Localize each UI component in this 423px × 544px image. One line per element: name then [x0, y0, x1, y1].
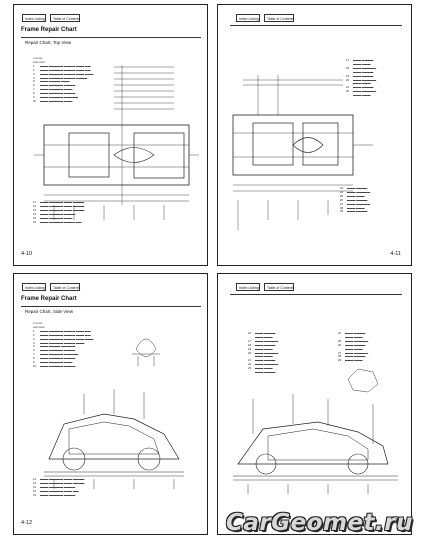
dimension-legend-bottom: 11▬▬▬ ▬▬▬▬▬ ▬▬▬ ▬▬▬▬ 12▬▬▬ ▬▬▬▬▬ ▬▬▬ ▬▬▬… — [33, 200, 85, 224]
table-of-contents-tab[interactable]: Table of Contents — [50, 14, 80, 22]
dimension-legend-top: ▪ ▪▪▪ ▪▪▪▪▪▪▪▪▪ ▪▪▪▪▪▪ 1▬▬▬ ▬▬▬▬▬ ▬▬▬▬ ▬… — [33, 56, 94, 103]
manual-page-4-11: Index Listing Table of Contents 17▬▬▬ ▬▬… — [217, 4, 412, 266]
index-listing-tab[interactable]: Index Listing — [22, 283, 46, 291]
table-of-contents-tab[interactable]: Table of Contents — [264, 283, 294, 291]
page-number: 4-10 — [21, 251, 33, 257]
frame-side-view-drawing — [44, 338, 184, 489]
page-number: 4-13 — [389, 520, 401, 526]
header-rule — [230, 294, 402, 295]
frame-top-view-continued-drawing — [232, 75, 373, 230]
dimension-legend-side-bottom: 11▬▬▬ ▬▬▬▬▬ ▬▬▬ ▬▬▬▬ 12▬▬▬ ▬▬▬▬▬ ▬▬▬ ▬▬▬… — [33, 477, 85, 497]
dimension-legend-upper-right: 17▬▬▬ ▬▬▬▬ ▬▬▬ ▬▬▬ 18▬▬▬ ▬▬▬▬▬ ▬▬▬ ▬▬▬▬ … — [346, 58, 377, 98]
index-listing-tab[interactable]: Index Listing — [236, 283, 260, 291]
dimension-legend-side-left: 16▬▬▬ ▬▬▬▬ ▬▬▬ ▬▬▬ 17▬▬▬ ▬▬▬▬▬ 18▬▬▬ ▬▬▬… — [248, 331, 279, 375]
page-subtitle: Repair Chart, Top View — [25, 40, 72, 45]
title-rule — [21, 306, 201, 307]
dimension-legend-lower-right: 23▬▬▬ ▬▬▬▬ 24▬▬▬ ▬▬▬▬▬ 25▬▬▬ ▬▬▬ 26▬▬▬ ▬… — [340, 186, 371, 214]
page-title: Frame Repair Chart — [21, 27, 77, 33]
header-rule — [230, 25, 402, 26]
page-subtitle: Repair Chart, Side View — [25, 309, 73, 314]
index-listing-tab[interactable]: Index Listing — [22, 14, 46, 22]
page-number: 4-12 — [21, 520, 33, 526]
page-number: 4-11 — [390, 251, 401, 257]
table-of-contents-tab[interactable]: Table of Contents — [50, 283, 80, 291]
site-watermark: CarGeomet.ru — [225, 510, 413, 536]
dimension-legend-side: ▪ ▪▪▪ ▪▪▪▪▪▪▪▪▪ ▪▪▪▪▪▪ 1▬▬▬ ▬▬▬▬▬ ▬▬▬▬ ▬… — [33, 321, 94, 368]
dimension-legend-side-right: 24▬▬▬ ▬▬▬▬ ▬▬▬ ▬▬▬ 25▬▬▬ ▬▬▬▬▬ 26▬▬▬ ▬▬▬… — [338, 331, 369, 363]
manual-page-4-10: Index Listing Table of Contents Frame Re… — [13, 4, 208, 266]
manual-page-4-13: Index Listing Table of Contents 16▬▬▬ ▬▬… — [217, 273, 412, 535]
frame-top-view-drawing — [34, 65, 199, 220]
title-rule — [21, 37, 201, 38]
page-title: Frame Repair Chart — [21, 296, 77, 302]
frame-side-view-continued-drawing — [233, 368, 398, 494]
index-listing-tab[interactable]: Index Listing — [236, 14, 260, 22]
manual-page-4-12: Index Listing Table of Contents Frame Re… — [13, 273, 208, 535]
table-of-contents-tab[interactable]: Table of Contents — [264, 14, 294, 22]
